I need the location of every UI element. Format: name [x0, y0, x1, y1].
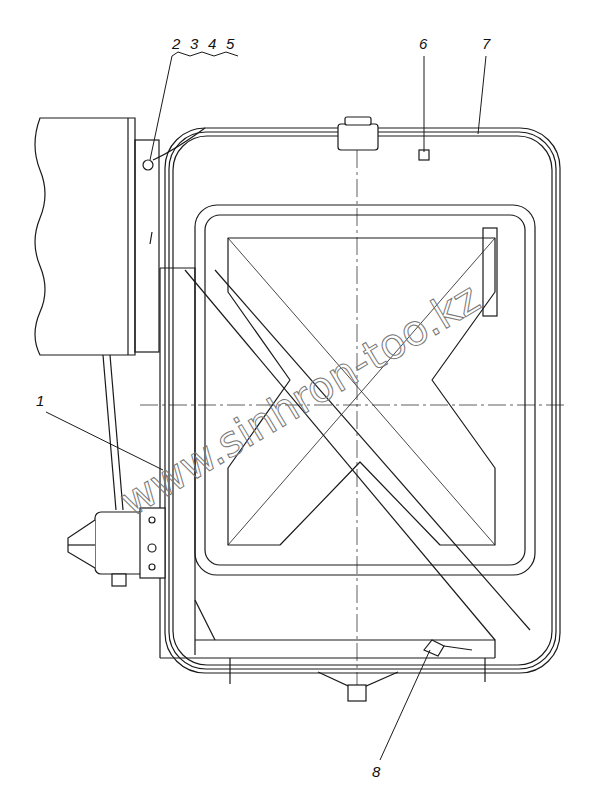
mark — [150, 232, 152, 244]
leader-line — [424, 56, 425, 152]
centre-line — [140, 405, 566, 406]
callout-number: 5 — [226, 36, 234, 51]
drain-plug — [348, 685, 366, 701]
fitting — [424, 640, 444, 656]
tray — [160, 657, 495, 658]
panel — [205, 215, 525, 565]
group-bracket — [172, 52, 238, 56]
filler-cap — [338, 124, 378, 150]
pin — [143, 160, 153, 170]
callout-number: 8 — [372, 764, 380, 779]
tray — [195, 600, 215, 640]
callout-number: 6 — [419, 36, 427, 51]
bolt — [149, 564, 155, 570]
filter-cone — [68, 520, 95, 568]
filler-cap-top — [345, 117, 371, 125]
filter-cone — [68, 544, 95, 545]
foot — [229, 658, 230, 684]
callout-number: 7 — [482, 36, 490, 51]
filter-nub — [112, 574, 126, 586]
bolt — [148, 544, 156, 552]
fitting-pipe — [444, 646, 472, 650]
tank-shell — [173, 136, 552, 665]
leader-line — [478, 56, 486, 134]
leader-line — [46, 412, 163, 470]
leader-line — [150, 56, 172, 160]
filter-flange — [140, 508, 165, 578]
callout-number: 1 — [36, 393, 44, 408]
frame-line — [127, 118, 128, 355]
diagonal-brace — [215, 270, 530, 630]
tank-shell — [169, 132, 556, 669]
callout-number: 3 — [190, 36, 198, 51]
bracket-plate — [135, 140, 159, 352]
slot — [483, 228, 497, 316]
frame-member — [35, 118, 135, 355]
centre-line — [357, 150, 358, 695]
leader-line — [380, 650, 430, 760]
callout-number: 4 — [208, 36, 216, 51]
foot — [484, 658, 485, 682]
tray — [195, 640, 495, 658]
callout-number: 2 — [172, 36, 180, 51]
bolt — [149, 517, 155, 523]
panel — [195, 205, 535, 575]
tank-shell — [165, 128, 560, 673]
